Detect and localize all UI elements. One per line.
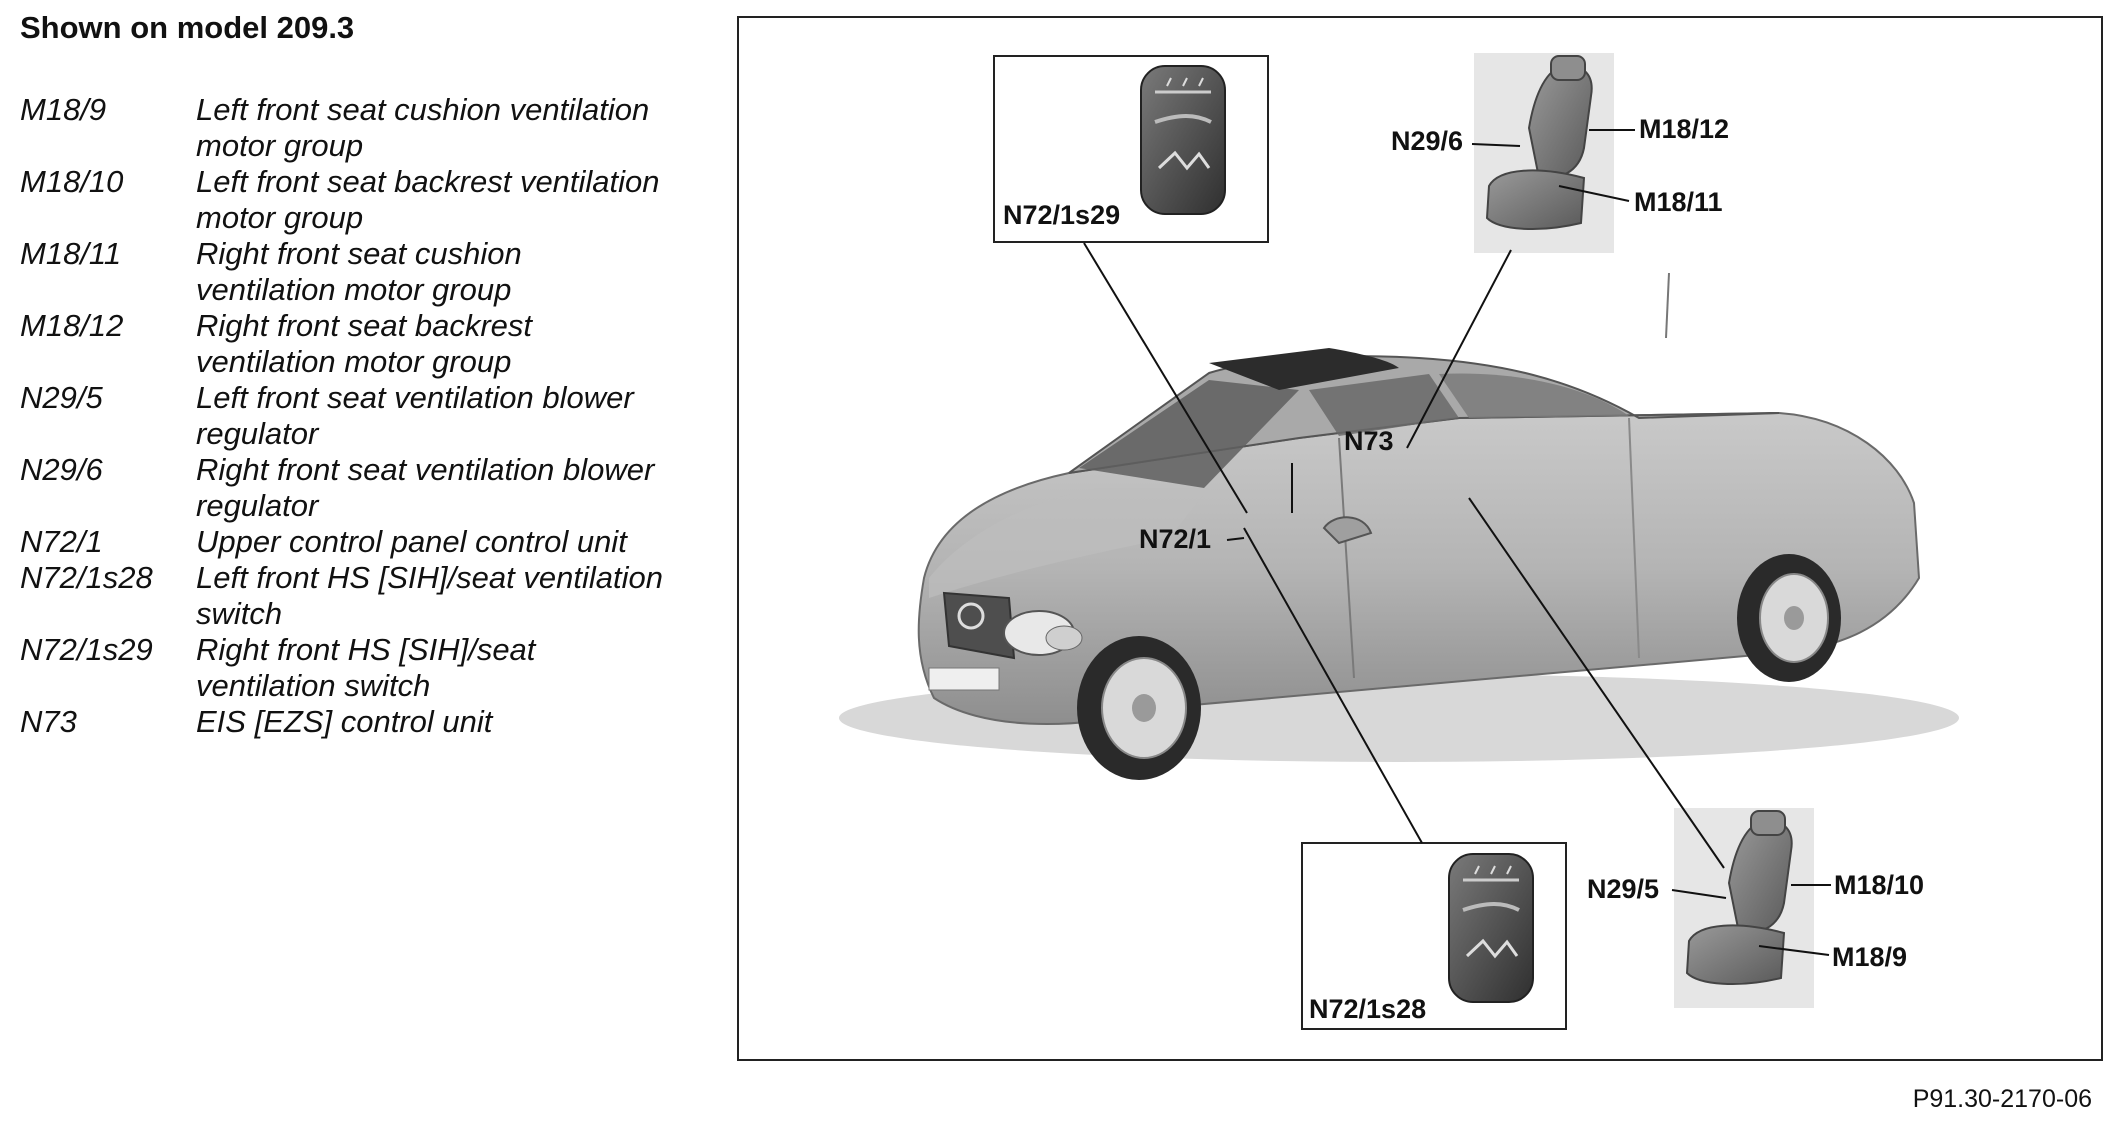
legend-desc: Right front seat cushion ventilation mot…: [196, 236, 522, 307]
legend-item: N72/1 Upper control panel control unit: [20, 524, 666, 560]
callout-n29-6: N29/6: [1391, 126, 1463, 156]
leader-lines: [1083, 129, 1831, 956]
callout-n29-5: N29/5: [1587, 874, 1659, 904]
legend-code: M18/10: [20, 164, 124, 199]
legend-list: M18/9 Left front seat cushion ventilation…: [20, 92, 666, 740]
legend-code: M18/12: [20, 308, 124, 343]
callout-m18-12: M18/12: [1639, 114, 1729, 144]
legend-desc: Left front HS [SIH]/seat ventilation swi…: [196, 560, 663, 631]
callout-m18-11: M18/11: [1634, 187, 1723, 217]
car-diagram: N72/1s29 N29/6 M18/12 M18/11 N73 N72/1 N…: [839, 53, 1959, 1030]
callout-n72-1: N72/1: [1139, 524, 1211, 554]
callout-n73: N73: [1344, 426, 1394, 456]
callout-n72-1s29: N72/1s29: [1003, 200, 1120, 230]
callout-n72-1s28: N72/1s28: [1309, 994, 1426, 1024]
legend-item: N29/6 Right front seat ventilation blower…: [20, 452, 666, 524]
legend-item: N73 EIS [EZS] control unit: [20, 704, 666, 740]
legend-item: M18/11 Right front seat cushion ventilati…: [20, 236, 666, 308]
reference-code: P91.30-2170-06: [1912, 1085, 2092, 1113]
callout-m18-9: M18/9: [1832, 942, 1907, 972]
car-image: [839, 272, 1959, 780]
legend-desc: Right front seat ventilation blower regu…: [196, 452, 655, 523]
page-title: Shown on model 209.3: [20, 10, 355, 45]
diagram-frame: N72/1s29 N29/6 M18/12 M18/11 N73 N72/1 N…: [737, 16, 2103, 1061]
legend-item: M18/9 Left front seat cushion ventilation…: [20, 92, 666, 164]
legend-desc: Right front HS [SIH]/seat ventilation sw…: [196, 632, 536, 703]
legend-code: N73: [20, 704, 77, 739]
legend-item: N29/5 Left front seat ventilation blower …: [20, 380, 666, 452]
legend-desc: Upper control panel control unit: [196, 524, 627, 559]
legend-code: N72/1: [20, 524, 103, 559]
seat-image-right: [1474, 53, 1614, 253]
callout-m18-10: M18/10: [1834, 870, 1924, 900]
legend-code: N29/5: [20, 380, 103, 415]
legend-desc: Left front seat cushion ventilation moto…: [196, 92, 650, 163]
legend-code: N29/6: [20, 452, 103, 487]
legend-item: N72/1s29 Right front HS [SIH]/seat ventil…: [20, 632, 666, 704]
switch-image-n72-1s29: [1140, 65, 1226, 215]
legend-item: M18/12 Right front seat backrest ventilat…: [20, 308, 666, 380]
switch-image-n72-1s28: [1448, 853, 1534, 1003]
legend-desc: Left front seat backrest ventilation mot…: [196, 164, 660, 235]
legend-item: N72/1s28 Left front HS [SIH]/seat ventila…: [20, 560, 666, 632]
legend-code: N72/1s28: [20, 560, 153, 595]
legend-desc: EIS [EZS] control unit: [196, 704, 493, 739]
seat-image-left: [1674, 808, 1814, 1008]
legend-code: M18/9: [20, 92, 107, 127]
legend-item: M18/10 Left front seat backrest ventilati…: [20, 164, 666, 236]
legend-desc: Right front seat backrest ventilation mo…: [196, 308, 532, 379]
legend-code: N72/1s29: [20, 632, 153, 667]
legend-desc: Left front seat ventilation blower regul…: [196, 380, 634, 451]
legend-code: M18/11: [20, 236, 122, 271]
